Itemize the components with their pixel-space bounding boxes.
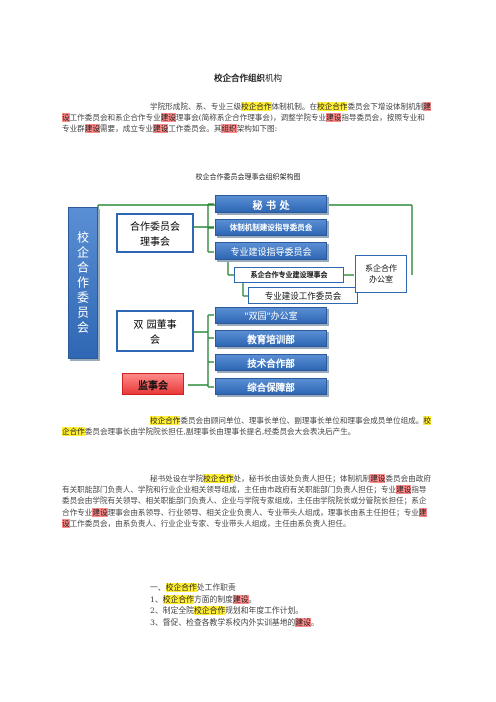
supervisory-box: 监事会 bbox=[122, 373, 184, 395]
dept-office-box: 系企合作办公室 bbox=[355, 255, 407, 293]
intro-paragraph: 学院形成院、系、专业三级校企合作体制机制。在校企合作委员会下增设体制机制建设工作… bbox=[62, 101, 432, 135]
duty-run: 方面的制度 bbox=[193, 594, 233, 604]
committee-paragraph: 校企合作委员会由顾问单位、理事长单位、副理事长单位和理事会成员单位组成。校企合作… bbox=[62, 415, 432, 437]
duty-run: 建设 bbox=[295, 617, 311, 627]
duty-run: 校企合作 bbox=[165, 583, 197, 592]
left-committee-box: 校企合作委员会 bbox=[68, 207, 98, 359]
duty-run: 校企合作 bbox=[193, 606, 226, 615]
major-guide-committee-box: 专业建设指导委员会 bbox=[215, 242, 327, 260]
intro-run: 需要，成立专业 bbox=[99, 124, 154, 134]
tech-coop-box: 技术合作部 bbox=[215, 354, 327, 371]
duty-run: 处工作职责 bbox=[196, 583, 236, 592]
committee-run: 委员会由顾问单位、理事长单位、副理事长单位和理事会成员单位组成。 bbox=[180, 416, 424, 425]
secretariat-run: 工作委员会，由系负责人、行业企业专家、专业带头人组成，主任由系负责人担任。 bbox=[69, 518, 351, 528]
intro-run: 建设 bbox=[326, 113, 342, 123]
board-box: 双 园董事会 bbox=[116, 310, 194, 352]
title-bold: 校企合作组织 bbox=[213, 74, 265, 84]
secretariat-run: 建设 bbox=[370, 474, 386, 483]
secretariat-run: 委员会由政府有关职能部门负责人、学院和行业企业相关领导组成，主任由市政府有关职能… bbox=[62, 474, 431, 495]
intro-run: 指导委员会，按照专业和专业群 bbox=[62, 113, 425, 134]
support-dept-box: 综合保障部 bbox=[215, 378, 327, 395]
duty-run: 3、督促、检查各教学系校内外实训基地的 bbox=[150, 617, 296, 627]
intro-run: 理事会(简称系企合作理事会)，调整学院专业 bbox=[175, 113, 327, 123]
intro-run: 委员会下增设体制机制 bbox=[347, 102, 424, 111]
diagram-title: 校企合作委员会理事会组织架构图 bbox=[195, 173, 301, 181]
secretariat-run: 校企合作 bbox=[203, 474, 234, 483]
intro-run: 建设 bbox=[160, 113, 176, 123]
intro-run: 建设 bbox=[153, 124, 169, 134]
secretariat-box: 秘 书 处 bbox=[215, 195, 327, 213]
intro-run: 校企合作 bbox=[241, 102, 272, 111]
intro-run: 组织 bbox=[221, 124, 237, 134]
council-box: 合作委员会理事会 bbox=[116, 213, 194, 253]
edu-training-box: 教育培训部 bbox=[215, 330, 327, 347]
duty-run: 。 bbox=[248, 594, 257, 604]
secretariat-run: 建设 bbox=[396, 485, 412, 495]
intro-run: 体制机制。在 bbox=[271, 102, 318, 111]
duty-heading: 一、校企合作处工作职责 bbox=[150, 582, 319, 594]
duty-run: 。 bbox=[310, 617, 319, 627]
secretariat-run: 建设 bbox=[92, 507, 108, 517]
org-chart: 校企合作委员会 合作委员会理事会 双 园董事会 监事会 秘 书 处 体制机制建设… bbox=[58, 185, 438, 405]
intro-run: 校企合作 bbox=[317, 102, 348, 111]
intro-run: 建设 bbox=[84, 124, 100, 134]
title-rest: 机构 bbox=[265, 74, 283, 84]
intro-run: 工作委员会。其 bbox=[168, 124, 222, 134]
secretariat-run: 秘书处设在学院 bbox=[150, 474, 204, 483]
duty-run: 2、制定全院 bbox=[150, 606, 194, 615]
secretariat-run: 处，秘书长由该处负责人担任；体制机制 bbox=[233, 474, 371, 483]
intro-run: 架构如下图: bbox=[236, 124, 278, 134]
duty-run: 一、 bbox=[150, 583, 166, 592]
duty-item: 1、校企合作方面的制度建设。 bbox=[150, 594, 319, 606]
committee-run: 校企合作 bbox=[150, 416, 181, 425]
dept-council-box: 系企合作专业建设理事会 bbox=[234, 267, 344, 283]
duty-run: 建设 bbox=[232, 594, 249, 604]
secretariat-paragraph: 秘书处设在学院校企合作处，秘书长由该处负责人担任；体制机制建设委员会由政府有关职… bbox=[62, 473, 432, 529]
duty-item: 2、制定全院校企合作规划和年度工作计划。 bbox=[150, 605, 319, 617]
intro-run: 工作委员会和系企合作专业 bbox=[69, 113, 161, 123]
duty-run: 规划和年度工作计划。 bbox=[225, 606, 304, 615]
page-title: 校企合作组织机构 bbox=[0, 72, 496, 84]
secretariat-run: 理事会由系领导、行业领导、相关企业负责人、专业带头人组成，理事长由系主任担任；专… bbox=[107, 507, 419, 517]
mechanism-committee-box: 体制机制建设指导委员会 bbox=[215, 219, 327, 236]
duty-item: 3、督促、检查各教学系校内外实训基地的建设。 bbox=[150, 617, 319, 629]
duty-run: 校企合作 bbox=[162, 594, 194, 604]
shuangyuan-office-box: "双园"办公室 bbox=[215, 307, 327, 324]
secretariat-run: 指导委员会由学院有关领导、相关职能部门负责人、企业与学院专家组成，主任由学院院长… bbox=[62, 485, 427, 517]
committee-run: 委员会理事长由学院院长担任,副理事长由理事长提名,经委员会大会表决后产生。 bbox=[84, 427, 356, 437]
intro-run: 学院形成院、系、专业三级 bbox=[150, 102, 242, 111]
duty-run: 1、 bbox=[150, 594, 163, 604]
major-work-committee-box: 专业建设工作委员会 bbox=[248, 287, 358, 304]
